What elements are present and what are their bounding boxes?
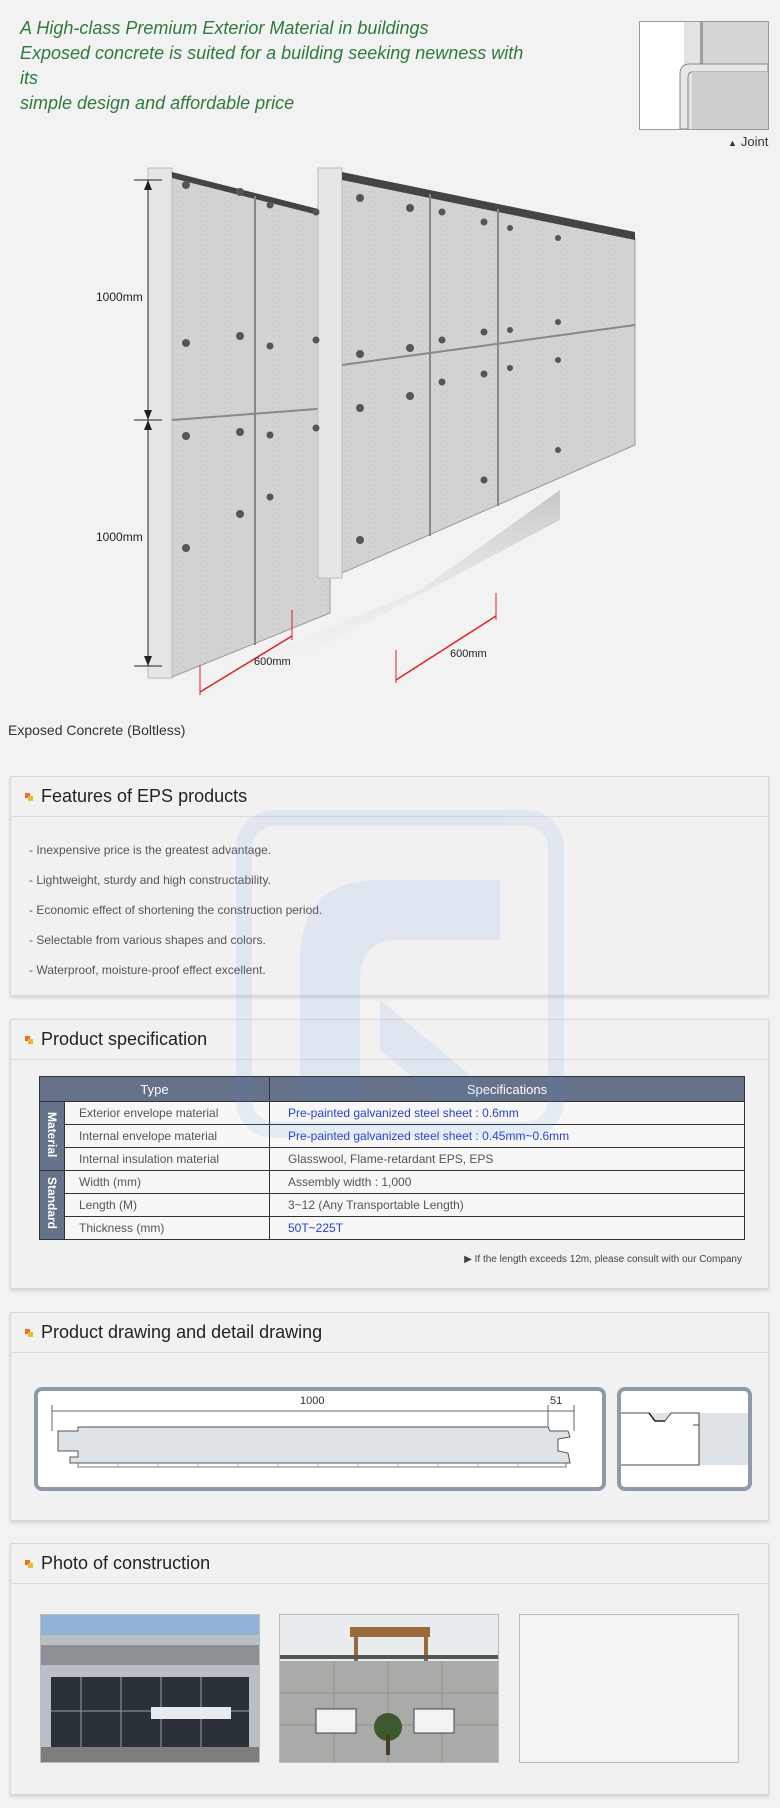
joint-label-text: Joint: [740, 134, 769, 149]
group-standard: Standard: [39, 1170, 65, 1240]
spec-note-text: If the length exceeds 12m, please consul…: [474, 1254, 742, 1265]
bullet-icon: [25, 1559, 33, 1568]
photos-title: Photo of construction: [41, 1553, 211, 1573]
table-row: Internal insulation material Glasswool, …: [40, 1147, 745, 1171]
dimension-label-width-left: 600mm: [254, 656, 291, 668]
group-material: Material: [39, 1101, 65, 1171]
joint-label: ▲Joint: [728, 134, 768, 149]
joint-image: [639, 21, 769, 130]
row-type: Internal insulation material: [64, 1147, 270, 1171]
photos-panel: Photo of construction: [10, 1543, 769, 1795]
dimension-1000: 1000: [300, 1395, 325, 1407]
header-type: Type: [39, 1076, 270, 1102]
row-value: Assembly width : 1,000: [269, 1170, 745, 1194]
row-value: Pre-painted galvanized steel sheet : 0.4…: [269, 1124, 745, 1148]
row-type: Length (M): [64, 1193, 270, 1217]
row-type: Thickness (mm): [64, 1216, 270, 1240]
panel-caption: Exposed Concrete (Boltless): [8, 722, 186, 738]
row-type: Width (mm): [64, 1170, 270, 1194]
feature-item: - Selectable from various shapes and col…: [29, 933, 266, 947]
intro-line-2: Exposed concrete is suited for a buildin…: [20, 43, 524, 88]
row-type: Exterior envelope material: [64, 1101, 270, 1125]
drawing-panel: Product drawing and detail drawing 1000 …: [10, 1312, 769, 1521]
construction-photo-3[interactable]: [519, 1614, 739, 1763]
features-title: Features of EPS products: [41, 786, 248, 806]
photos-header: Photo of construction: [11, 1544, 768, 1584]
feature-item: - Inexpensive price is the greatest adva…: [29, 843, 272, 857]
dimension-51: 51: [550, 1395, 563, 1407]
spec-title: Product specification: [41, 1029, 208, 1049]
features-list: - Inexpensive price is the greatest adva…: [11, 817, 768, 985]
group-standard-label: Standard: [45, 1177, 59, 1230]
row-value: Pre-painted galvanized steel sheet : 0.6…: [269, 1101, 745, 1125]
detail-drawing: [617, 1387, 752, 1491]
drawing-header: Product drawing and detail drawing: [11, 1313, 768, 1353]
spec-panel: Product specification Type Specification…: [10, 1019, 769, 1289]
dimension-label-top: 1000mm: [96, 290, 143, 304]
feature-item: - Economic effect of shortening the cons…: [29, 903, 323, 917]
bullet-icon: [25, 1035, 33, 1044]
features-header: Features of EPS products: [11, 777, 768, 817]
table-row: Length (M) 3~12 (Any Transportable Lengt…: [40, 1193, 745, 1217]
triangle-up-icon: ▲: [728, 138, 737, 148]
row-type: Internal envelope material: [64, 1124, 270, 1148]
panel-illustration: 1000mm 1000mm 600mm 600mm: [80, 160, 660, 710]
bullet-icon: [25, 1328, 33, 1337]
bullet-icon: [25, 792, 33, 801]
table-row: Standard Width (mm) Assembly width : 1,0…: [39, 1170, 745, 1240]
table-header-row: Type Specifications: [39, 1076, 745, 1102]
construction-photo-2[interactable]: [279, 1614, 499, 1763]
row-value: 3~12 (Any Transportable Length): [269, 1193, 745, 1217]
table-row: Internal envelope material Pre-painted g…: [40, 1124, 745, 1148]
row-value: Glasswool, Flame-retardant EPS, EPS: [269, 1147, 745, 1171]
spec-header: Product specification: [11, 1020, 768, 1060]
product-drawing: 1000 51: [34, 1387, 606, 1491]
header-specifications: Specifications: [269, 1076, 745, 1102]
spec-note: ▶ If the length exceeds 12m, please cons…: [464, 1254, 742, 1265]
drawing-title: Product drawing and detail drawing: [41, 1322, 323, 1342]
intro-line-1: A High-class Premium Exterior Material i…: [20, 18, 429, 38]
row-value: 50T~225T: [269, 1216, 745, 1240]
dimension-label-width-right: 600mm: [450, 648, 487, 660]
table-row: Thickness (mm) 50T~225T: [40, 1216, 745, 1240]
spec-table: Type Specifications Material Exterior en…: [39, 1076, 745, 1240]
construction-photo-1[interactable]: [40, 1614, 260, 1763]
play-arrow-icon: ▶: [464, 1254, 472, 1265]
group-material-label: Material: [45, 1111, 59, 1158]
feature-item: - Lightweight, sturdy and high construct…: [29, 873, 271, 887]
table-row: Material Exterior envelope material Pre-…: [39, 1101, 745, 1171]
intro-line-3: simple design and affordable price: [20, 93, 295, 113]
dimension-label-bottom: 1000mm: [96, 530, 143, 544]
feature-item: - Waterproof, moisture-proof effect exce…: [29, 963, 266, 977]
intro-text: A High-class Premium Exterior Material i…: [20, 16, 540, 116]
features-panel: Features of EPS products - Inexpensive p…: [10, 776, 769, 996]
